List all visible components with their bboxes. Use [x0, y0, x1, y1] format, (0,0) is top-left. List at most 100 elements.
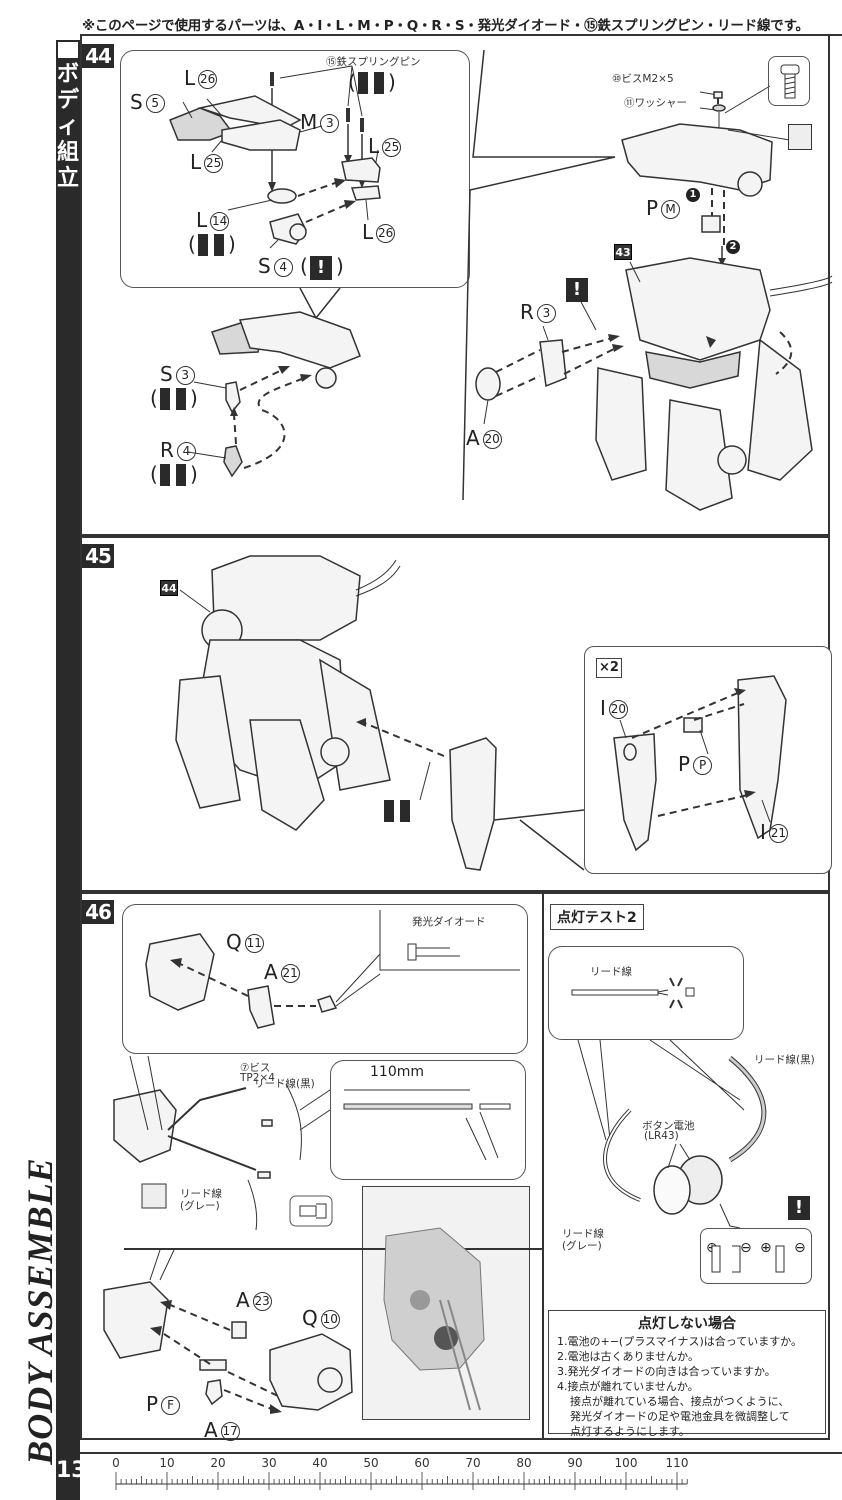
step-46-divider — [124, 1248, 542, 1250]
hole-widen-icon — [384, 800, 410, 822]
paren: ( — [188, 232, 196, 256]
multiplier-badge: ×2 — [596, 658, 622, 678]
led-label: 発光ダイオード — [412, 916, 486, 928]
ruler-ticks — [115, 1472, 688, 1490]
troubleshoot-box: 点灯しない場合 1.電池の+−(プラスマイナス)は合っていますか。 2.電池は古… — [548, 1310, 826, 1438]
lead-gray-label-2: (グレー) — [180, 1200, 220, 1212]
light-test-frame — [542, 892, 830, 1440]
paren: ( — [300, 254, 308, 278]
ruler-label: 90 — [567, 1456, 583, 1470]
troubleshoot-title: 点灯しない場合 — [638, 1316, 736, 1332]
title-char: ボ — [56, 62, 79, 87]
screw-label-1: ⑦ビス — [240, 1062, 271, 1074]
troubleshoot-detail: 点灯するようにします。 — [570, 1425, 690, 1438]
title-char: デ — [56, 88, 79, 113]
troubleshoot-detail: 接点が離れている場合、接点がつくように、 — [570, 1395, 790, 1408]
screw-detail-box — [768, 56, 810, 106]
lead-gray-label: リード線 — [562, 1228, 604, 1240]
hole-widen-icon — [198, 234, 224, 256]
screw-icon — [780, 64, 800, 99]
washer-label: ⑪ワッシャー — [624, 97, 687, 109]
ref-step-43-badge: 43 — [614, 244, 632, 260]
battery-model: (LR43) — [644, 1130, 679, 1142]
lead-gray-label: リード線 — [180, 1188, 222, 1200]
step-mark-2: 2 — [726, 240, 740, 254]
polarity-minus-1: ⊖ — [740, 1240, 752, 1256]
hole-widen-icon — [358, 72, 384, 94]
ruler-label: 10 — [159, 1456, 175, 1470]
screw-label-2: TP2×4 — [240, 1072, 275, 1084]
ruler-label: 100 — [614, 1456, 638, 1470]
step-44-badge: 44 — [82, 44, 114, 68]
polarity-minus-2: ⊖ — [794, 1240, 806, 1256]
paren: ( — [150, 462, 158, 486]
ruler-label: 50 — [363, 1456, 379, 1470]
paren: ) — [388, 70, 396, 94]
hole-widen-icon — [160, 388, 186, 410]
measuring-ruler: 0 10 20 30 40 50 60 70 80 90 100 110 — [110, 1456, 688, 1492]
troubleshoot-item: 4.接点が離れていませんか。 — [557, 1380, 699, 1393]
troubleshoot-item: 1.電池の+−(プラスマイナス)は合っていますか。 — [557, 1335, 802, 1348]
troubleshoot-item: 3.発光ダイオードの向きは合っていますか。 — [557, 1365, 776, 1378]
ruler-label: 80 — [516, 1456, 532, 1470]
ruler-label: 60 — [414, 1456, 430, 1470]
ruler-label: 20 — [210, 1456, 226, 1470]
lead-gray-label-2: (グレー) — [562, 1240, 602, 1252]
battery-label: ボタン電池 — [642, 1120, 695, 1132]
title-char: 立 — [56, 166, 79, 191]
step-45-badge: 45 — [82, 544, 114, 568]
ruler-label: 70 — [465, 1456, 481, 1470]
step-44-frame — [80, 36, 830, 536]
paren: ) — [190, 386, 198, 410]
paren: ) — [336, 254, 344, 278]
hole-widen-icon — [160, 464, 186, 486]
cut-detail-box — [330, 1060, 526, 1180]
screw-label: ⑩ビスM2×5 — [612, 73, 674, 85]
cut-length-label: 110mm — [370, 1064, 424, 1080]
ruler-label: 40 — [312, 1456, 328, 1470]
ref-step-44-badge: 44 — [160, 580, 178, 596]
polarity-plus-2: ⊕ — [760, 1240, 772, 1256]
ruler-label: 30 — [261, 1456, 277, 1470]
warning-icon: ! — [788, 1196, 810, 1220]
troubleshoot-detail: 発光ダイオードの足や電池金具を微調整して — [570, 1410, 790, 1423]
sidebar-bar — [56, 40, 80, 1500]
step-45-drawing — [175, 555, 787, 871]
warning-icon: ! — [310, 256, 332, 280]
step-44-detail-box — [120, 50, 470, 288]
header-rule — [80, 34, 842, 36]
ruler-label: 0 — [112, 1456, 120, 1470]
step-46-frame — [80, 892, 542, 1440]
paren: ) — [228, 232, 236, 256]
ruler-top-rule — [80, 1452, 842, 1454]
parts-used-note: ※このページで使用するパーツは、A・I・L・M・P・Q・R・S・発光ダイオード・… — [82, 18, 809, 34]
step-44-callout-lines — [169, 49, 833, 511]
step-46-badge: 46 — [82, 900, 114, 924]
troubleshoot-item: 2.電池は古くありませんか。 — [557, 1350, 699, 1363]
spring-pin-label: ⑮鉄スプリングピン — [326, 56, 421, 68]
lead-label: リード線 — [590, 966, 632, 978]
